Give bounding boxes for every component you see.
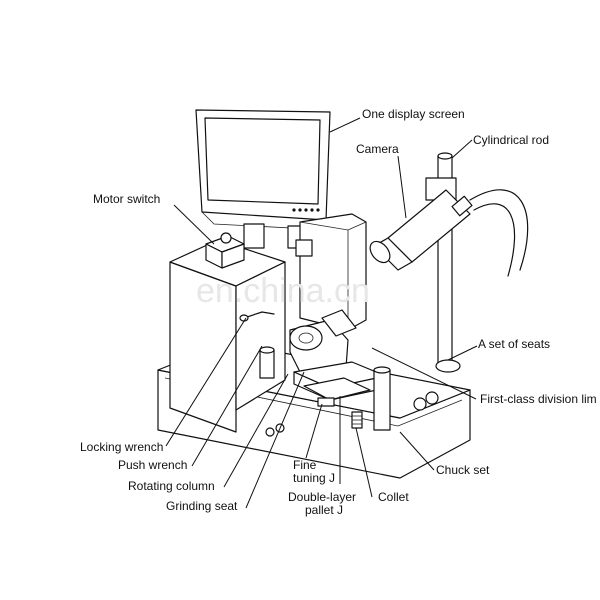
grinding-seat	[289, 309, 357, 373]
label-chuck-set: Chuck set	[436, 463, 490, 477]
double-layer-pallet	[293, 361, 387, 407]
label-pallet-line2: pallet J	[305, 503, 343, 517]
label-set-of-seats: A set of seats	[478, 337, 550, 351]
label-cylindrical-rod: Cylindrical rod	[473, 133, 549, 147]
label-pallet-line1: Double-layer	[288, 490, 356, 504]
rotating-column	[259, 346, 275, 379]
motor-switch-icon	[205, 232, 245, 269]
label-push-wrench: Push wrench	[118, 458, 187, 472]
leader-lines	[165, 117, 478, 509]
label-grinding-seat: Grinding seat	[166, 499, 238, 513]
central-column	[295, 213, 367, 331]
labels: One display screen Cylindrical rod Camer…	[80, 107, 597, 517]
locking-wrench	[239, 311, 275, 322]
camera-cable	[469, 189, 529, 277]
display-screen	[195, 109, 331, 249]
watermark-text: en.china.cn	[196, 272, 370, 310]
label-locking-wrench: Locking wrench	[80, 440, 163, 454]
label-fine-tuning-line1: Fine	[293, 458, 317, 472]
label-rotating-column: Rotating column	[128, 479, 215, 493]
screen-buttons	[292, 208, 320, 212]
collet-icon	[351, 411, 363, 429]
label-motor-switch: Motor switch	[93, 192, 160, 206]
label-display-screen: One display screen	[362, 107, 465, 121]
cylindrical-rod	[425, 152, 461, 373]
label-fine-tuning-line2: tuning J	[293, 471, 335, 485]
label-division-limit: First-class division lim	[480, 392, 597, 406]
label-camera: Camera	[356, 142, 399, 156]
chuck-set	[265, 366, 439, 437]
label-collet: Collet	[378, 490, 409, 504]
camera-icon	[369, 189, 473, 271]
